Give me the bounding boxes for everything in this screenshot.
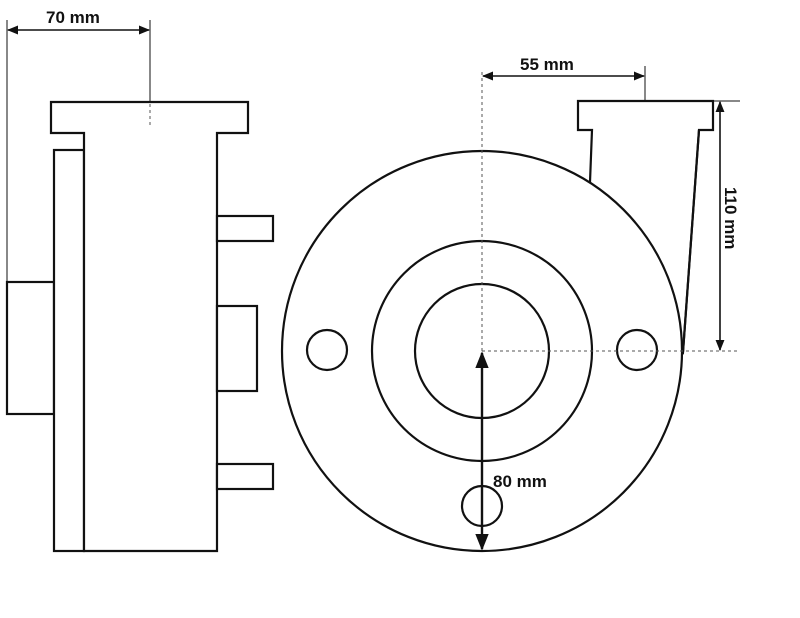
- dimension-80mm: 80 mm: [475, 351, 547, 551]
- dimension-110mm: 110 mm: [713, 100, 740, 352]
- dimension-70mm: 70 mm: [6, 8, 151, 282]
- upper-boss: [215, 214, 275, 243]
- lower-boss: [215, 462, 275, 491]
- bolt-hole-left: [305, 328, 349, 372]
- dimension-55mm: 55 mm: [481, 55, 646, 101]
- front-view: [280, 72, 740, 553]
- outlet-edge: [681, 129, 701, 353]
- dimension-label-110mm: 110 mm: [721, 187, 740, 249]
- dimension-label-80mm: 80 mm: [493, 472, 547, 491]
- pump-body-outline: [49, 100, 250, 553]
- side-view: [5, 100, 275, 553]
- dimension-label-55mm: 55 mm: [520, 55, 574, 74]
- motor-end-block: [5, 280, 56, 416]
- middle-boss: [215, 304, 259, 393]
- dimension-label-70mm: 70 mm: [46, 8, 100, 27]
- bolt-hole-right: [615, 328, 659, 372]
- back-plate: [52, 148, 86, 553]
